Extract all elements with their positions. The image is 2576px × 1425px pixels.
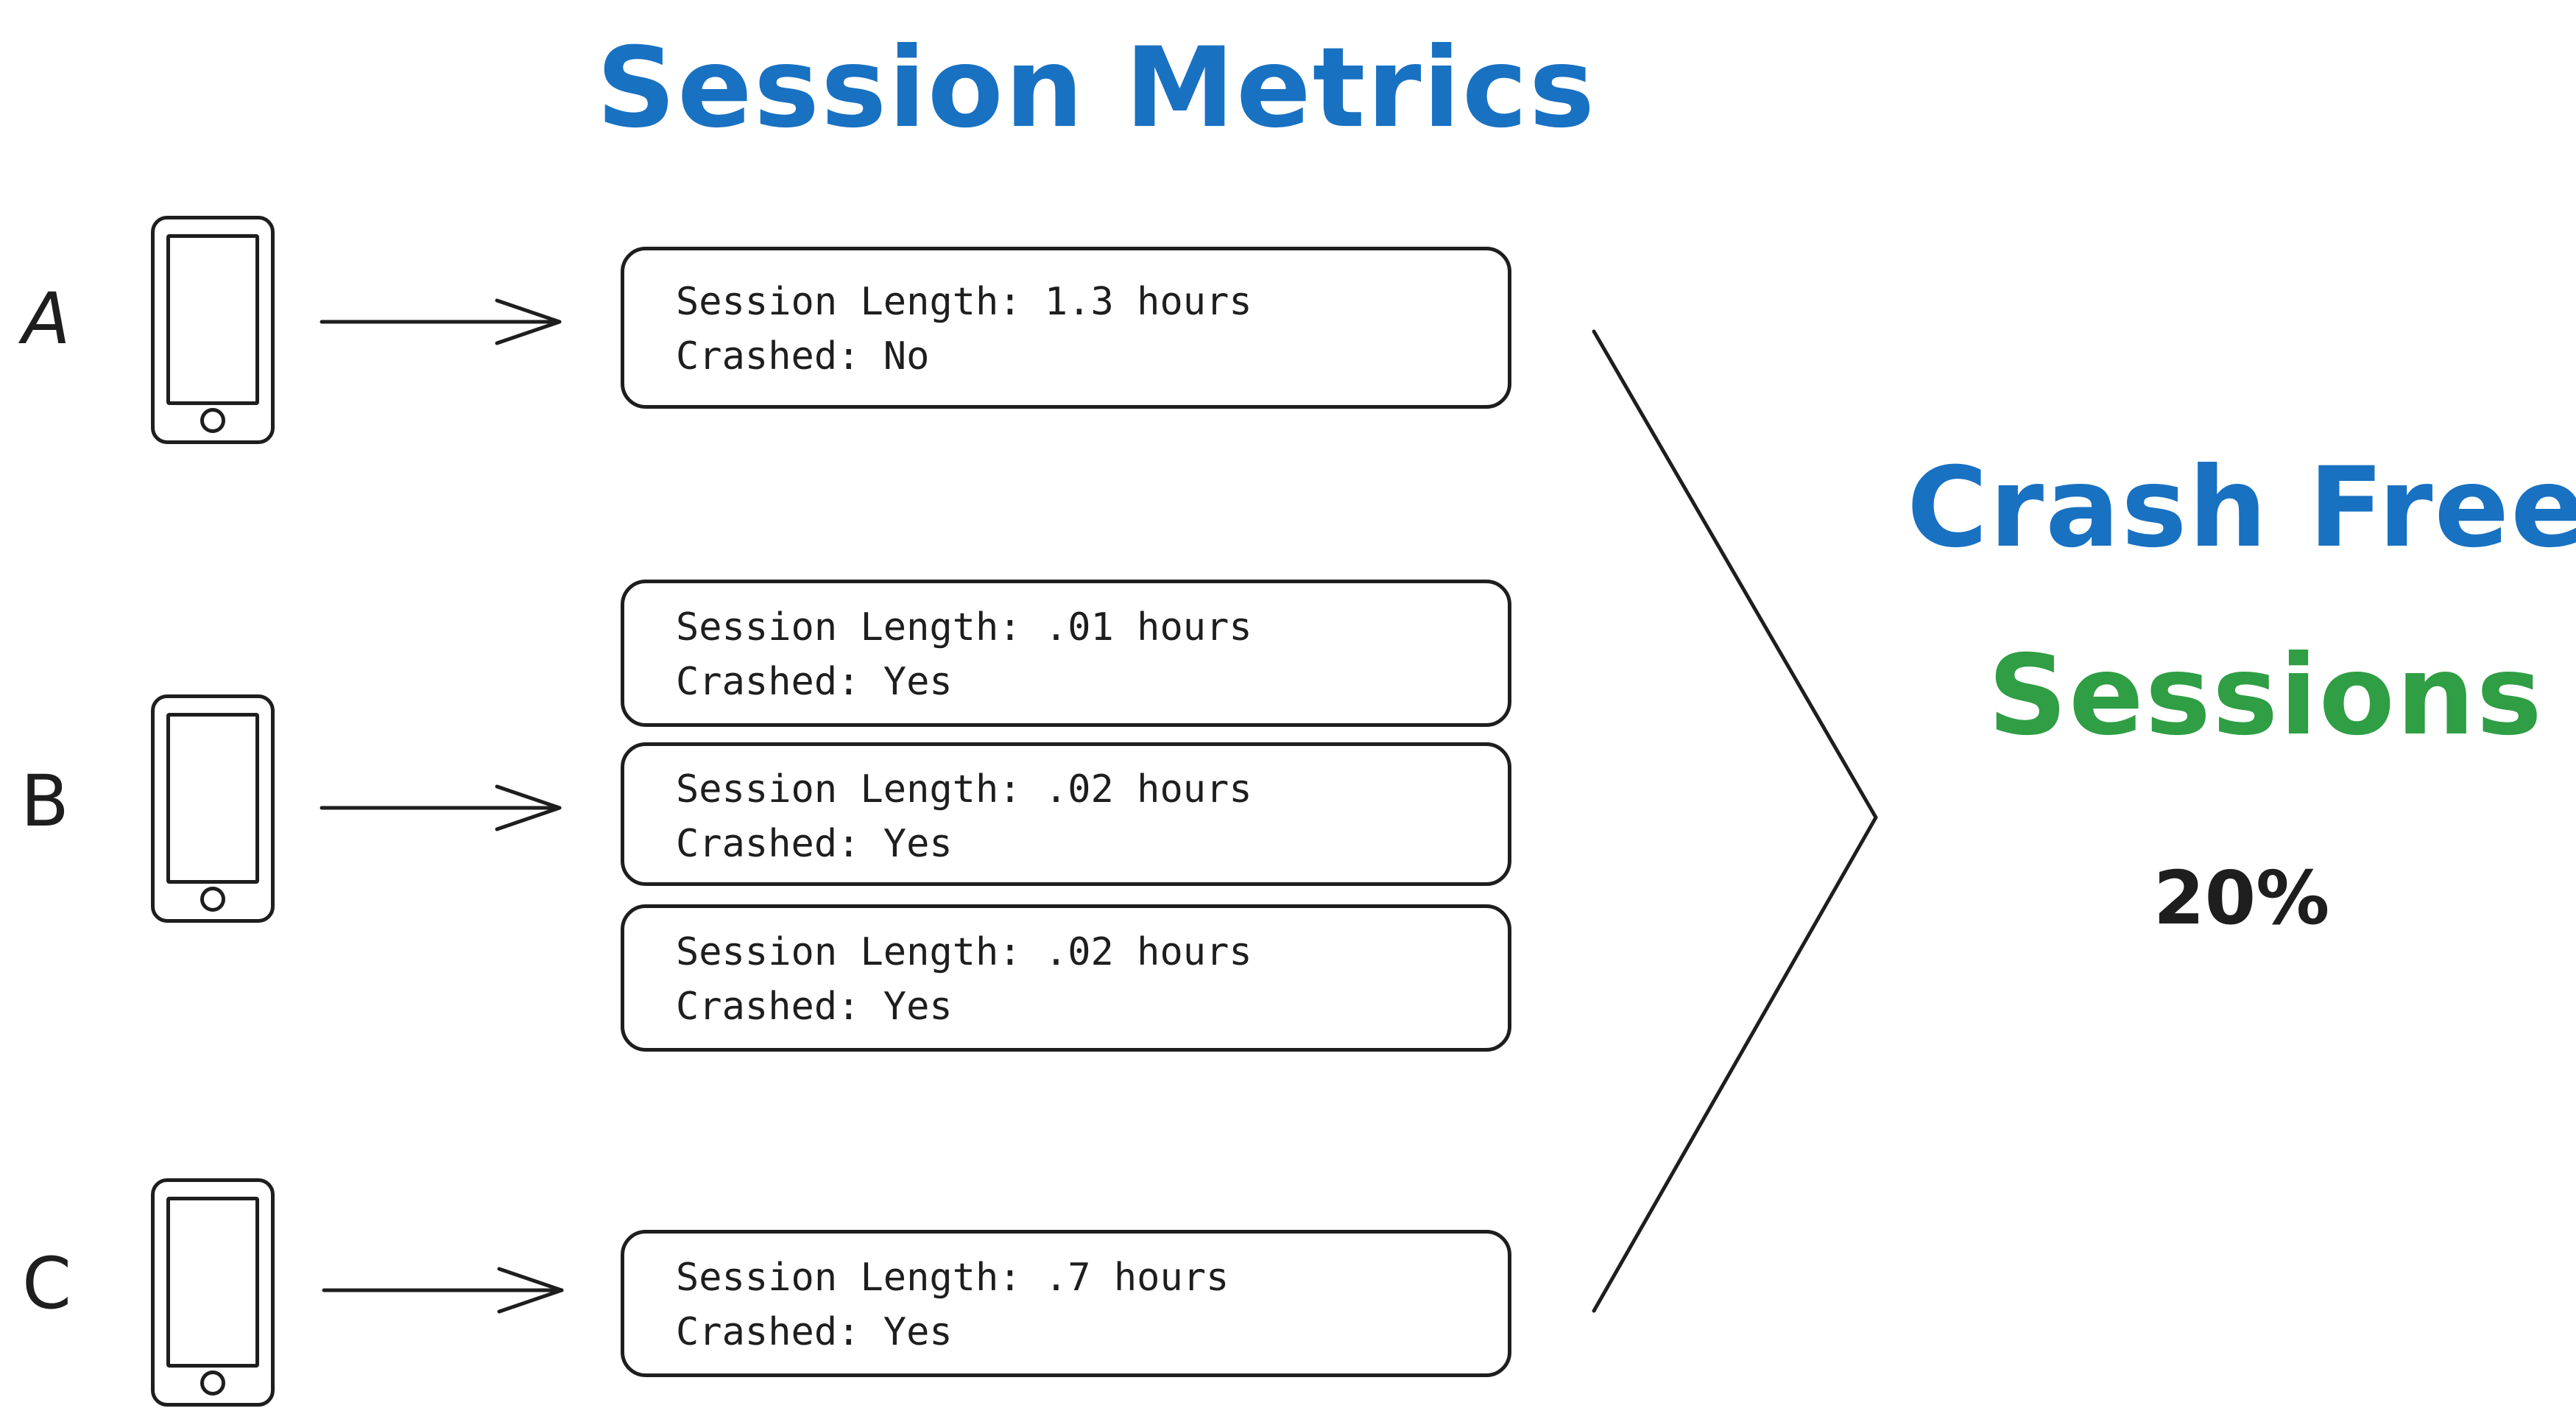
phone-home-button: [200, 408, 225, 433]
aggregate-bracket: [1592, 329, 1878, 1313]
session-length: Session Length: .7 hours: [676, 1256, 1229, 1300]
device-label-c: C: [22, 1242, 72, 1325]
session-length: Session Length: 1.3 hours: [676, 280, 1252, 324]
session-length: Session Length: .02 hours: [676, 930, 1252, 974]
crash-free-percentage: 20%: [2153, 855, 2330, 941]
session-crashed: Crashed: Yes: [676, 1310, 953, 1354]
phone-home-button: [200, 887, 225, 912]
session-card: Session Length: .01 hours Crashed: Yes: [621, 580, 1511, 727]
session-crashed: Crashed: Yes: [676, 985, 953, 1029]
arrow-right-icon: [320, 298, 562, 345]
result-title-line2: Sessions: [1988, 632, 2544, 760]
session-length: Session Length: .02 hours: [676, 767, 1252, 812]
diagram-title: Session Metrics: [596, 24, 1597, 152]
phone-icon: [151, 694, 275, 923]
device-label-b: B: [21, 760, 69, 842]
phone-icon: [151, 1178, 275, 1407]
phone-home-button: [200, 1371, 225, 1396]
phone-screen: [166, 1197, 259, 1368]
phone-screen: [166, 234, 259, 405]
phone-icon: [151, 216, 275, 444]
session-crashed: Crashed: Yes: [676, 822, 953, 866]
arrow-right-icon: [320, 784, 562, 831]
session-card: Session Length: .02 hours Crashed: Yes: [621, 742, 1511, 886]
phone-screen: [166, 713, 259, 884]
device-label-a: A: [22, 278, 71, 360]
session-card: Session Length: .02 hours Crashed: Yes: [621, 904, 1511, 1052]
session-length: Session Length: .01 hours: [676, 605, 1252, 650]
session-crashed: Crashed: No: [676, 334, 930, 379]
session-card: Session Length: .7 hours Crashed: Yes: [621, 1230, 1511, 1377]
arrow-right-icon: [322, 1267, 564, 1314]
result-title-line1: Crash Free: [1907, 444, 2576, 572]
session-card: Session Length: 1.3 hours Crashed: No: [621, 247, 1511, 409]
session-crashed: Crashed: Yes: [676, 660, 953, 704]
